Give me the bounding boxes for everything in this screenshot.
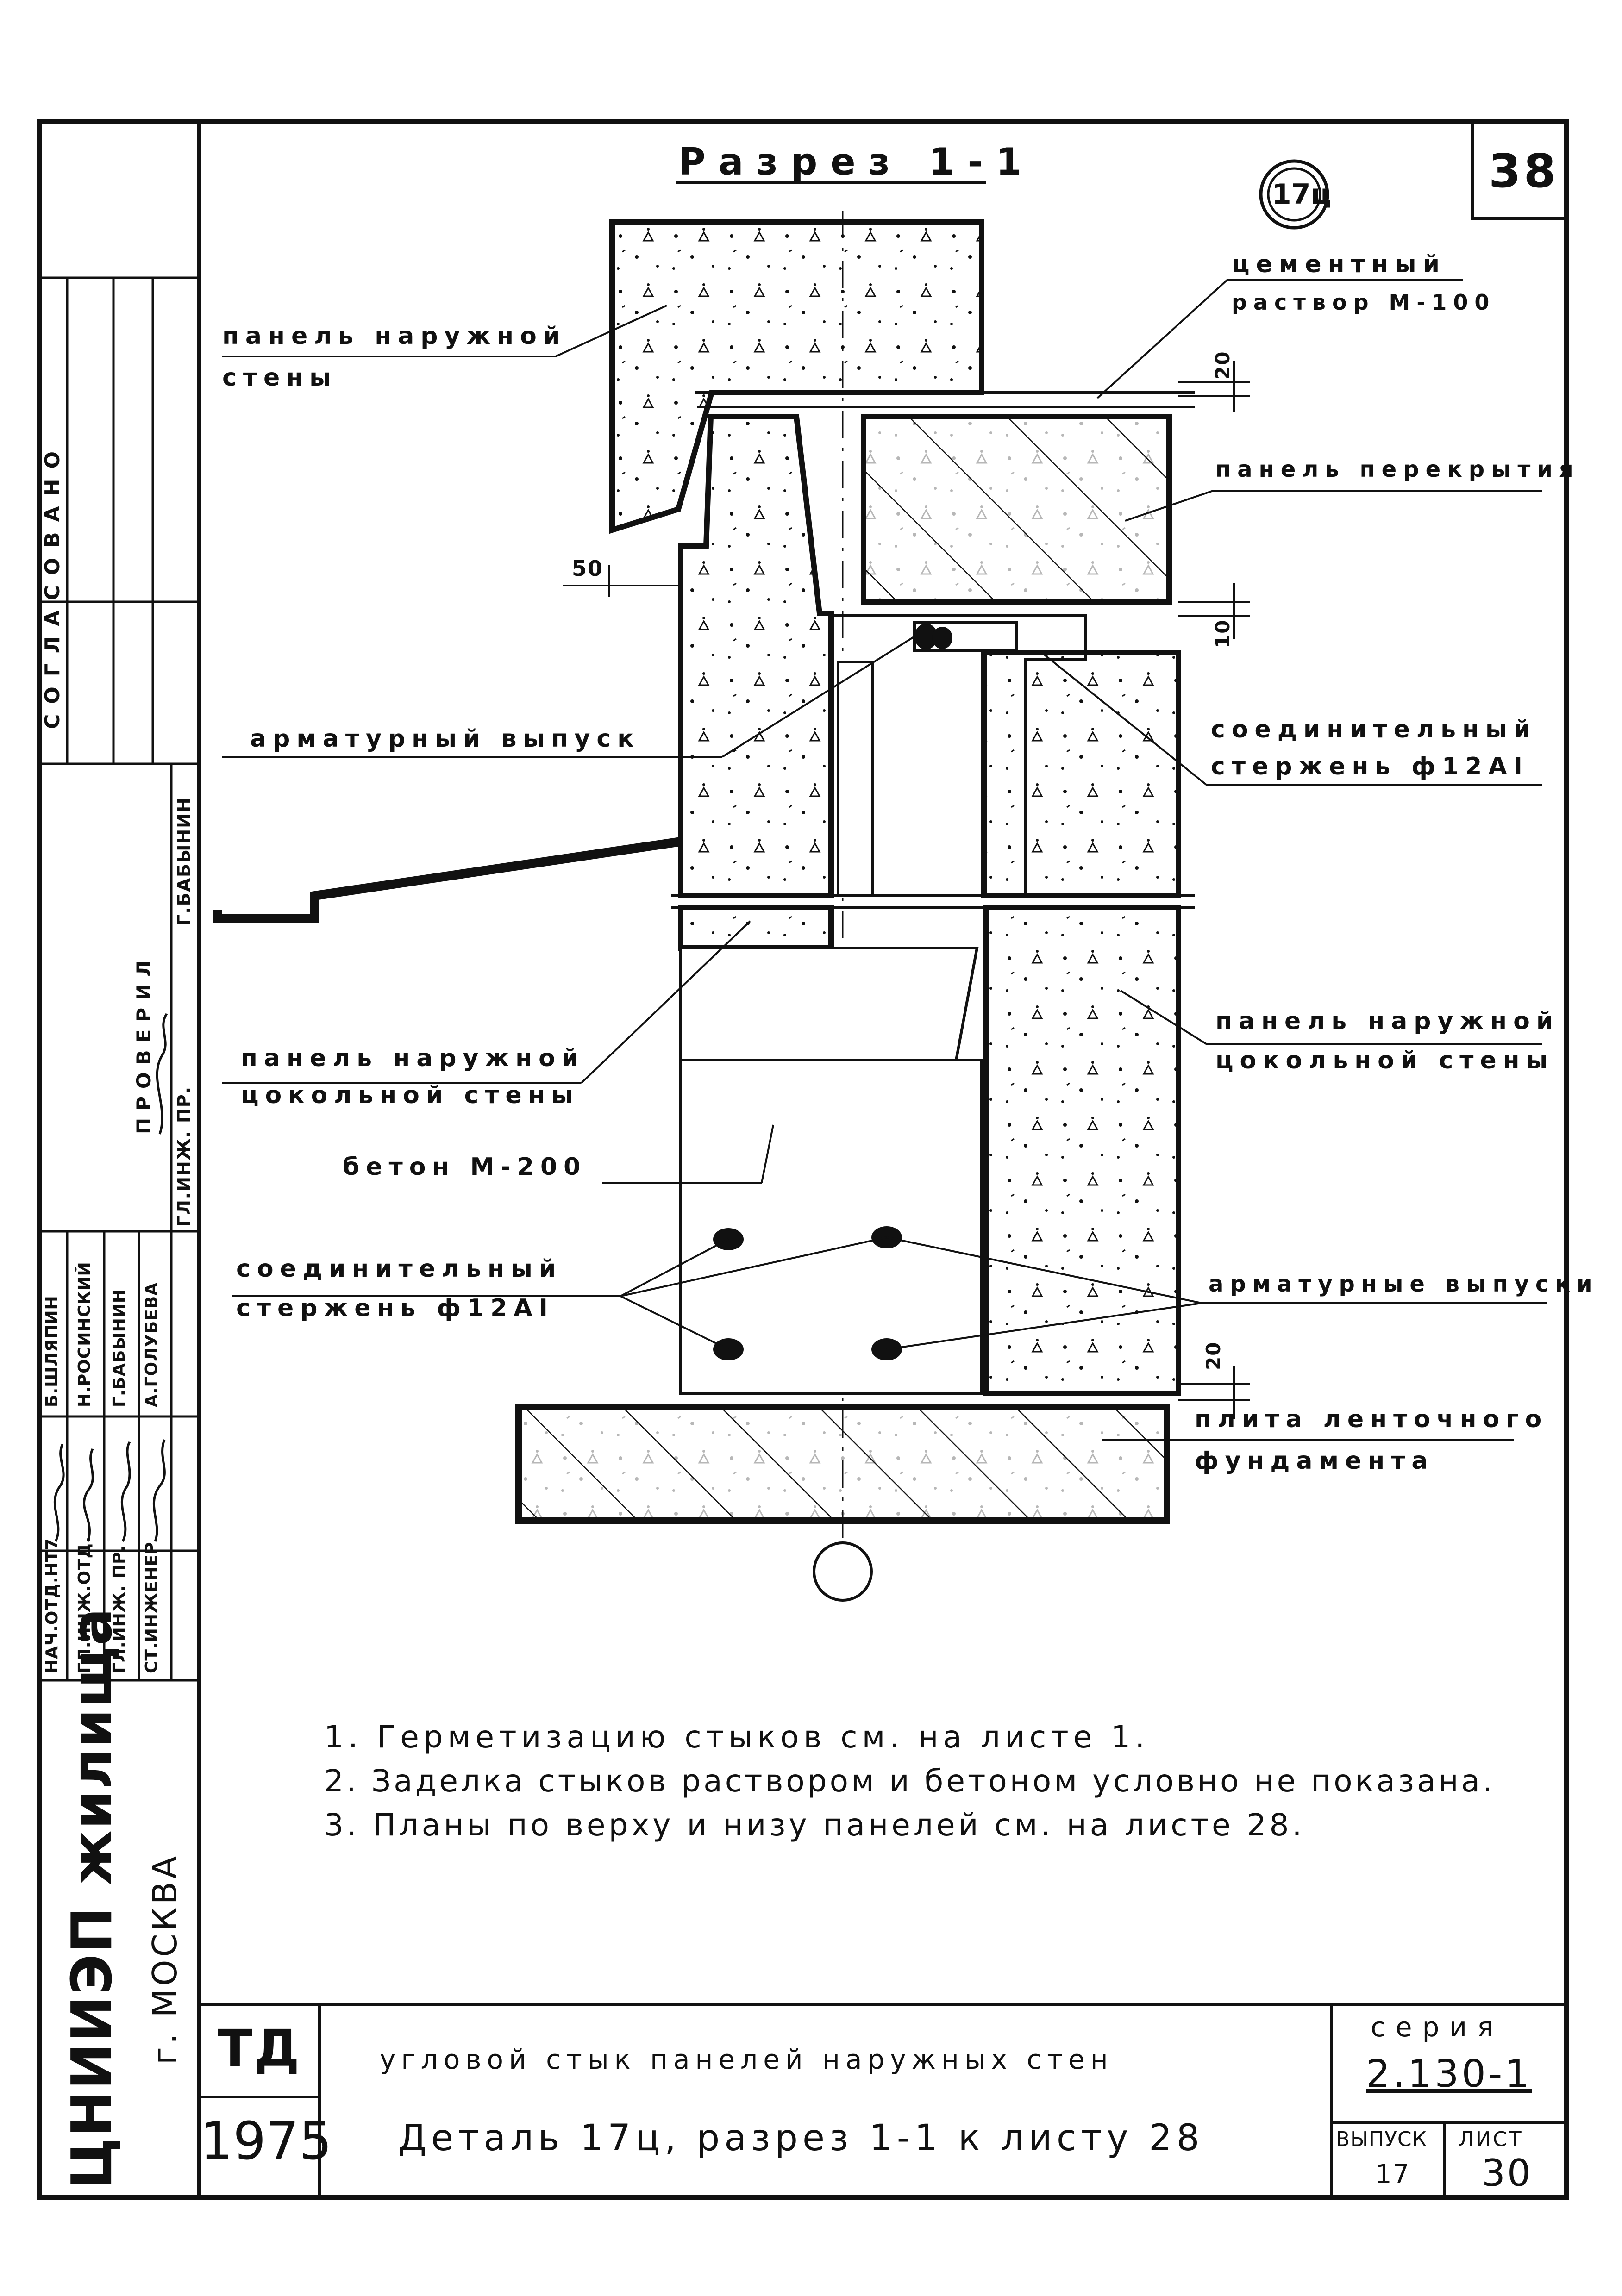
- stamp-org: ЦНИИЭП жилища: [60, 1607, 125, 2190]
- side-stamp-grid: [39, 276, 199, 2199]
- label-plinth-panel-left-2: цокольной стены: [241, 1081, 580, 1109]
- axis-marker: [813, 1541, 873, 1602]
- stamp-agreed: СОГЛАСОВАНО: [41, 441, 64, 729]
- stamp-name-3: Г.БАБЫНИН: [110, 1288, 129, 1407]
- label-cement-mortar-1: цементный: [1232, 250, 1447, 278]
- left-plinth-strip: [678, 905, 834, 951]
- label-plinth-panel-left-1: панель наружной: [241, 1044, 585, 1072]
- stamp-role-1: НАЧ.ОТД.НТ7: [43, 1538, 62, 1673]
- tb-series: 2.130-1: [1366, 2052, 1532, 2096]
- stamp-checked: ПРОВЕРИЛ: [132, 953, 155, 1134]
- stamp-city: г. МОСКВА: [145, 1853, 184, 2065]
- label-connecting-rod-bottom-1: соединительный: [236, 1255, 563, 1283]
- label-rebar-outlet: арматурный выпуск: [250, 725, 640, 753]
- stamp-checked-name: Г.БАБЫНИН: [174, 797, 194, 926]
- connecting-rod-top: [913, 621, 1018, 652]
- label-floor-panel: панель перекрытия: [1215, 456, 1580, 482]
- dim-top-gap: 20: [1211, 350, 1234, 380]
- label-connecting-rod-top-2: стержень ф12АI: [1211, 753, 1529, 780]
- label-foundation-slab-1: плита ленточного: [1195, 1405, 1548, 1433]
- sheet-number: 38: [1489, 144, 1559, 198]
- label-outer-wall-panel-2: стены: [222, 364, 338, 392]
- sheet-number-box: [1471, 119, 1568, 220]
- label-rebar-outlets: арматурные выпуски: [1209, 1271, 1599, 1297]
- dim-mid-gap: 10: [1211, 619, 1234, 648]
- label-connecting-rod-bottom-2: стержень ф12АI: [236, 1294, 554, 1322]
- stamp-checked-role: ГЛ.ИНЖ. ПР.: [174, 1086, 194, 1227]
- right-plinth-panel: [983, 905, 1181, 1396]
- dim-bottom-gap: 20: [1202, 1341, 1225, 1370]
- inner-wall-block: [678, 414, 834, 898]
- note-3: 3. Планы по верху и низу панелей см. на …: [324, 1807, 1305, 1843]
- label-concrete: бетон М-200: [343, 1153, 587, 1181]
- tb-description: угловой стык панелей наружных стен: [380, 2044, 1114, 2075]
- foundation-slab: [515, 1404, 1170, 1524]
- right-panel-upper: [981, 650, 1181, 898]
- concrete-block: [679, 947, 983, 1395]
- stamp-name-4: А.ГОЛУБЕВА: [142, 1282, 161, 1407]
- tb-detail-title: Деталь 17ц, разрез 1-1 к листу 28: [398, 2117, 1204, 2159]
- note-1: 1. Герметизацию стыков см. на листе 1.: [324, 1719, 1150, 1755]
- stamp-role-4: СТ.ИНЖЕНЕР: [142, 1541, 161, 1673]
- label-plinth-panel-right-1: панель наружной: [1215, 1007, 1560, 1035]
- stamp-name-1: Б.ШЛЯПИН: [43, 1295, 62, 1407]
- vertical-joint: [837, 661, 874, 897]
- label-outer-wall-panel-1: панель наружной: [222, 322, 567, 350]
- section-title: Разрез 1-1: [678, 140, 1035, 183]
- label-plinth-panel-right-2: цокольной стены: [1215, 1047, 1554, 1074]
- stamp-name-2: Н.РОСИНСКИЙ: [75, 1261, 94, 1407]
- tb-td: ТД: [218, 2019, 302, 2078]
- dimension-marks: [563, 361, 1250, 1419]
- note-2: 2. Заделка стыков раствором и бетоном ус…: [324, 1763, 1496, 1799]
- tb-year: 1975: [200, 2111, 332, 2171]
- tb-issue-label: ВЫПУСК: [1336, 2128, 1427, 2151]
- tb-sheet-label: ЛИСТ: [1459, 2128, 1523, 2151]
- tb-series-label: серия: [1371, 2011, 1503, 2043]
- dim-left-offset: 50: [572, 556, 604, 581]
- tb-sheet: 30: [1482, 2152, 1533, 2195]
- detail-mark: 17ц: [1272, 178, 1331, 211]
- outer-frame: [37, 119, 1569, 2200]
- rebar-outlet: [213, 837, 682, 923]
- label-cement-mortar-2: раствор М-100: [1232, 290, 1496, 315]
- label-foundation-slab-2: фундамента: [1195, 1447, 1434, 1475]
- leader-lines: [222, 279, 1547, 1441]
- tb-issue: 17: [1375, 2159, 1410, 2190]
- floor-slab-panel: [861, 414, 1172, 605]
- detail-mark-circle: [1259, 159, 1329, 230]
- label-connecting-rod-top-1: соединительный: [1211, 716, 1537, 743]
- signatures: [53, 1013, 168, 1542]
